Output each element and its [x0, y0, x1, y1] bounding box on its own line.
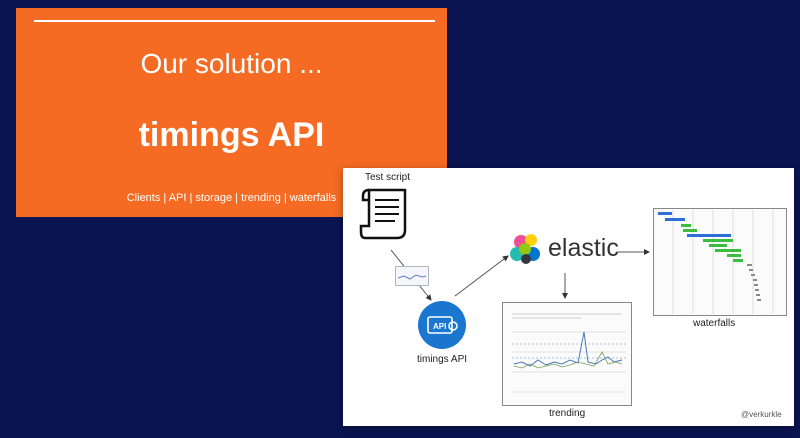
timings-api-label: timings API [417, 354, 468, 365]
elastic-logo-icon [510, 234, 540, 264]
trending-chart-thumbnail [502, 302, 632, 406]
slide-heading: Our solution ... [140, 48, 323, 79]
title-panel: Our solution ... timings API Clients | A… [16, 8, 447, 217]
scroll-icon [359, 188, 407, 240]
waterfalls-label: waterfalls [693, 318, 736, 329]
author-handle: @verkurkle [741, 410, 782, 419]
trending-label: trending [549, 408, 586, 419]
elastic-label: elastic [548, 234, 619, 262]
slide-subtitle: Clients | API | storage | trending | wat… [126, 192, 337, 204]
api-gear-icon: API [418, 301, 466, 349]
test-script-label: Test script [365, 172, 411, 183]
slide-title: timings API [138, 116, 325, 154]
architecture-diagram: Test script API timings API elastic [343, 168, 794, 426]
title-divider [34, 20, 435, 22]
mini-chart-thumbnail [395, 266, 429, 286]
svg-text:API: API [433, 322, 446, 331]
waterfall-chart-thumbnail [653, 208, 787, 316]
